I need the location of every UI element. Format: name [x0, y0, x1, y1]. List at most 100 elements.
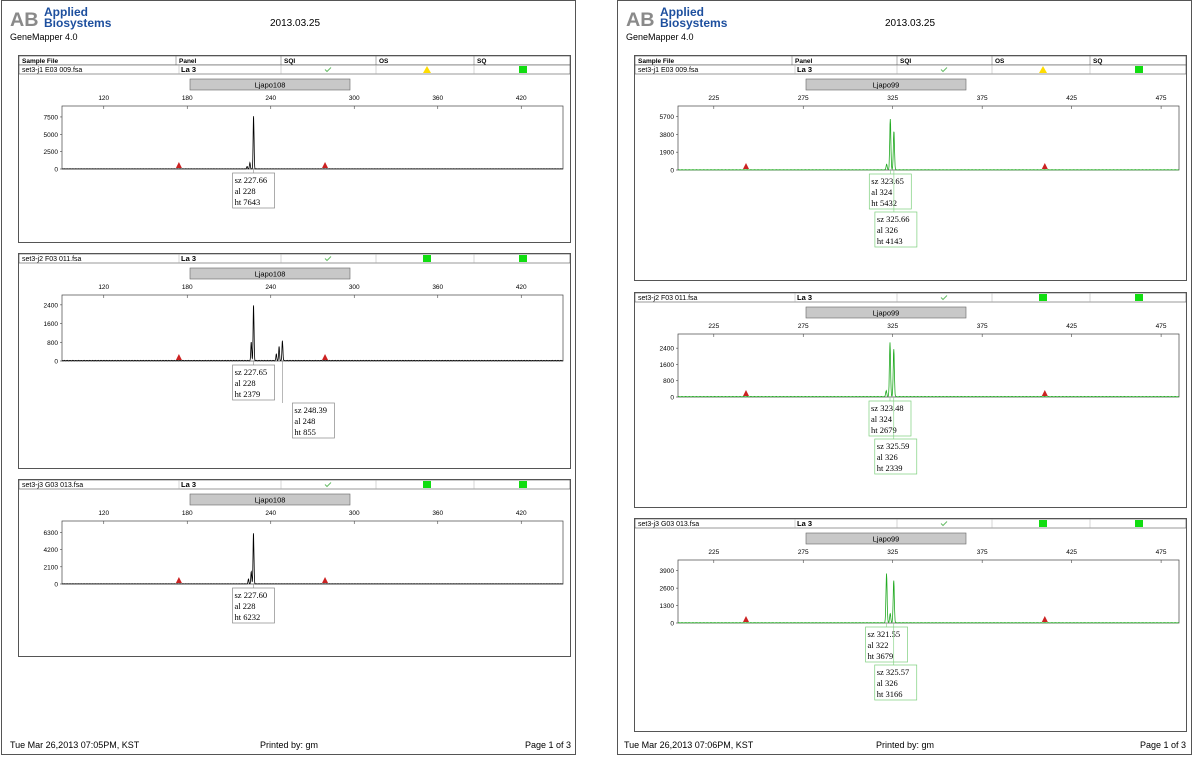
column-header-sqi: SQI [284, 58, 295, 65]
size-marker-triangle [1041, 616, 1048, 622]
column-header-panel: Panel [795, 58, 813, 65]
y-tick-label: 1300 [660, 603, 675, 610]
bin-label: Ljapo108 [255, 81, 286, 90]
x-tick-label: 225 [708, 549, 719, 556]
svg-text:AB: AB [626, 9, 655, 31]
callout-height: ht 6232 [234, 612, 260, 622]
size-marker-triangle [742, 616, 749, 622]
x-tick-label: 420 [516, 510, 527, 517]
x-tick-label: 325 [887, 95, 898, 102]
column-header-panel: Panel [179, 58, 197, 65]
electropherogram-trace [62, 533, 564, 585]
panel-name: La 3 [181, 480, 196, 489]
sq-pass-square-icon [1135, 294, 1143, 301]
allele-callout-box [232, 364, 275, 401]
callout-height: ht 3166 [877, 689, 903, 699]
x-tick-label: 475 [1156, 95, 1167, 102]
y-tick-label: 800 [663, 378, 674, 385]
y-tick-label: 0 [670, 621, 674, 628]
x-tick-label: 180 [182, 284, 193, 291]
x-tick-label: 375 [977, 549, 988, 556]
x-tick-label: 375 [977, 95, 988, 102]
allele-callout-box [874, 664, 918, 701]
y-tick-label: 1900 [660, 150, 675, 157]
y-tick-label: 6300 [44, 530, 59, 537]
x-tick-label: 275 [798, 323, 809, 330]
bin-label: Ljapo99 [873, 81, 900, 90]
callout-allele: al 326 [877, 225, 898, 235]
y-tick-label: 7500 [44, 114, 59, 121]
callout-height: ht 4143 [877, 236, 903, 246]
callout-allele: al 228 [234, 601, 255, 611]
x-tick-label: 300 [349, 95, 360, 102]
sample-file-name: set3-j2 F03 011.fsa [22, 256, 82, 263]
sample-info-row [634, 64, 1187, 75]
y-tick-label: 3800 [660, 132, 675, 139]
os-warning-triangle-icon [423, 66, 431, 73]
y-tick-label: 2400 [44, 302, 59, 309]
plot-area [61, 520, 564, 585]
y-tick-label: 0 [670, 168, 674, 175]
bin-label-bar [805, 306, 967, 319]
allele-callout-box [292, 402, 335, 439]
sqi-check-icon [324, 482, 332, 488]
electropherogram-trace [677, 342, 1179, 398]
plot-area [61, 105, 564, 170]
sample-file-name: set3-j3 G03 013.fsa [638, 521, 699, 528]
x-tick-label: 360 [432, 510, 443, 517]
sample-info-row [18, 479, 571, 490]
report-date: 2013.03.25 [270, 18, 321, 29]
callout-size: sz 227.65 [235, 367, 268, 377]
footer-timestamp: Tue Mar 26,2013 07:05PM, KST [10, 740, 140, 750]
panel-name: La 3 [797, 293, 812, 302]
footer-printed-by: Printed by: gm [876, 740, 935, 750]
svg-text:AB: AB [10, 9, 39, 31]
size-marker-triangle [1041, 163, 1048, 169]
y-tick-label: 0 [670, 395, 674, 402]
sample-file-name: set3-j3 G03 013.fsa [22, 482, 83, 489]
y-tick-label: 3900 [660, 568, 675, 575]
size-marker-triangle [322, 354, 329, 360]
sqi-check-icon [940, 295, 948, 301]
app-version: GeneMapper 4.0 [626, 32, 694, 42]
sqi-check-icon [324, 256, 332, 262]
sq-pass-square-icon [1135, 520, 1143, 527]
x-tick-label: 240 [265, 284, 276, 291]
column-header-sample-file: Sample File [638, 58, 675, 65]
x-tick-label: 425 [1066, 95, 1077, 102]
x-tick-label: 225 [708, 95, 719, 102]
size-marker-triangle [175, 577, 182, 583]
allele-callout-box [232, 587, 275, 624]
y-tick-label: 2400 [660, 346, 675, 353]
panel-name: La 3 [797, 65, 812, 74]
callout-size: sz 325.59 [877, 441, 910, 451]
x-tick-label: 475 [1156, 549, 1167, 556]
callout-height: ht 7643 [235, 197, 261, 207]
x-tick-label: 420 [516, 95, 527, 102]
panel-name: La 3 [181, 65, 196, 74]
x-tick-label: 275 [798, 95, 809, 102]
sample-file-name: set3-j2 F03 011.fsa [638, 295, 698, 302]
column-header-os: OS [995, 58, 1005, 65]
column-header-sq: SQ [1093, 58, 1102, 65]
electropherogram-trace [677, 573, 1179, 624]
callout-allele: al 326 [877, 452, 898, 462]
sq-pass-square-icon [519, 66, 527, 73]
bin-label: Ljapo99 [873, 309, 900, 318]
allele-callout-box [874, 438, 918, 475]
callout-size: sz 325.57 [877, 667, 910, 677]
allele-callout-box [865, 626, 908, 663]
y-tick-label: 2500 [44, 149, 59, 156]
x-tick-label: 425 [1066, 323, 1077, 330]
y-tick-label: 4200 [44, 547, 59, 554]
callout-size: sz 227.66 [235, 175, 268, 185]
y-tick-label: 0 [54, 582, 58, 589]
applied-biosystems-logo: AB [626, 9, 655, 31]
electropherogram-trace [61, 305, 564, 362]
allele-callout-box [868, 400, 912, 437]
callout-allele: al 248 [294, 416, 315, 426]
